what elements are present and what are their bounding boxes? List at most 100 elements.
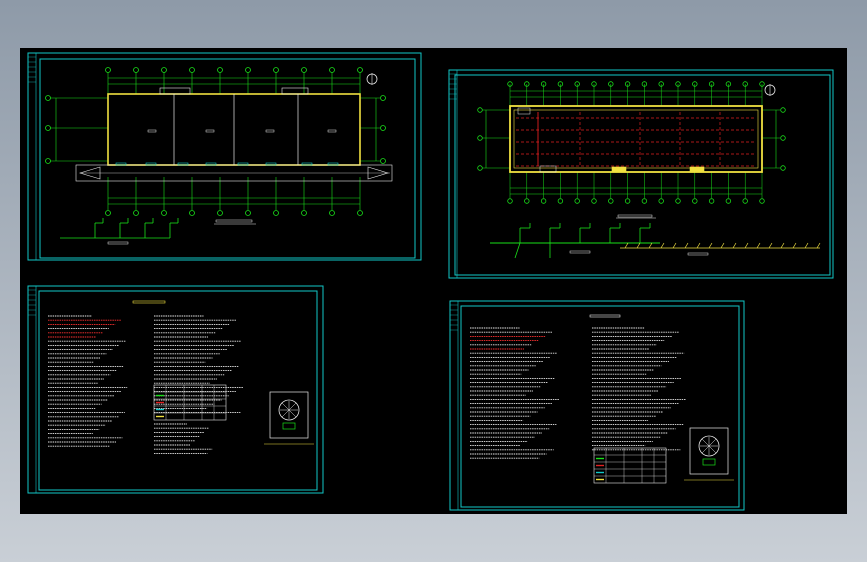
axis-bubble [189,67,195,73]
fan-detail-frame [269,391,309,439]
sheet-border [27,285,324,494]
axis-bubble [357,210,363,216]
fan-detail-frame [689,427,729,475]
floor-plan-2 [477,81,821,259]
axis-bubble [105,67,111,73]
axis-bubble [245,210,251,216]
sheet-inner-border [454,74,831,276]
pipe-tick [720,242,725,249]
axis-bubble [524,198,530,204]
room-label-mark [147,129,157,133]
axis-bubble [641,198,648,204]
corridor-arrow [367,166,390,180]
sheet-inner-border [38,290,318,491]
cad-drawing-viewport[interactable] [20,48,847,514]
building-wall [509,105,763,173]
floor-plan-1 [45,67,393,245]
axis-bubble [380,95,386,101]
axis-bubble [273,67,279,73]
pipe-tick [768,242,773,249]
pipe-tick [660,242,665,249]
notes-sheet-3 [48,300,314,454]
corridor-band [75,164,393,182]
notes-sheet-4 [470,314,734,484]
fan-blade [281,402,297,418]
riser-caption [687,252,709,256]
caption-mark [617,214,653,218]
axis-bubble [574,81,580,87]
drawing-sheet-4[interactable] [449,300,745,511]
axis-bubble [477,107,483,113]
axis-bubble [507,81,513,87]
room-label-mark [205,129,215,133]
room-tag [517,107,531,115]
drawing-sheet-3[interactable] [27,285,324,494]
axis-bubble [725,81,732,87]
equipment-block [611,166,627,173]
axis-bubble [273,210,279,216]
axis-bubble [624,81,631,87]
axis-bubble [708,198,715,204]
axis-bubble [675,198,681,204]
axis-bubble [742,198,748,204]
pipe-tick [636,242,641,249]
riser-caption [107,241,129,245]
sheet-border [449,300,745,511]
axis-bubble [692,81,698,87]
sheet-inner-border [460,305,740,508]
axis-bubble [759,81,765,87]
axis-bubble [380,125,386,131]
axis-bubble [574,198,580,204]
fixture [115,162,127,166]
axis-bubble [725,198,732,204]
axis-bubble [380,158,386,164]
axis-bubble [780,107,786,113]
axis-bubble [507,198,513,204]
axis-bubble [301,67,307,73]
axis-bubble [245,67,251,73]
axis-bubble [524,81,530,87]
axis-bubble [45,125,51,131]
door-tag [281,87,309,95]
room-label-mark [327,129,337,133]
legend-table [153,384,227,421]
fixture [265,162,277,166]
axis-bubble [301,210,307,216]
axis-bubble [742,81,748,87]
fixture [177,162,189,166]
legend-table [593,447,667,484]
axis-bubble [608,198,614,204]
cad-drawing-canvas[interactable] [20,48,847,514]
fan-blade [701,438,717,454]
corridor-arrow [78,166,101,180]
pipe-tick [624,242,629,249]
fan-detail-icon [698,435,720,457]
notes-title [589,314,621,318]
pipe-tick [684,242,689,249]
sheet-border [448,69,834,279]
room-tag [539,165,557,173]
drawing-sheet-2[interactable] [448,69,834,279]
axis-bubble [658,198,664,204]
drawing-sheet-1[interactable] [27,52,422,261]
axis-bubble [692,198,698,204]
axis-bubble [557,81,564,87]
axis-bubble [540,81,547,87]
caption-mark [215,219,253,223]
axis-bubble [329,67,335,73]
pipe-tick [732,242,737,249]
pipe-tick [708,242,713,249]
axis-bubble [608,81,614,87]
axis-bubble [45,95,51,101]
axis-bubble [591,198,597,204]
axis-bubble [357,67,363,73]
inner-wall [513,109,759,169]
axis-bubble [477,135,483,141]
axis-bubble [45,158,51,164]
axis-bubble [329,210,335,216]
fixture [237,162,249,166]
fan-detail-icon [278,399,300,421]
axis-bubble [217,210,223,216]
fixture [327,162,339,166]
axis-bubble [675,81,681,87]
